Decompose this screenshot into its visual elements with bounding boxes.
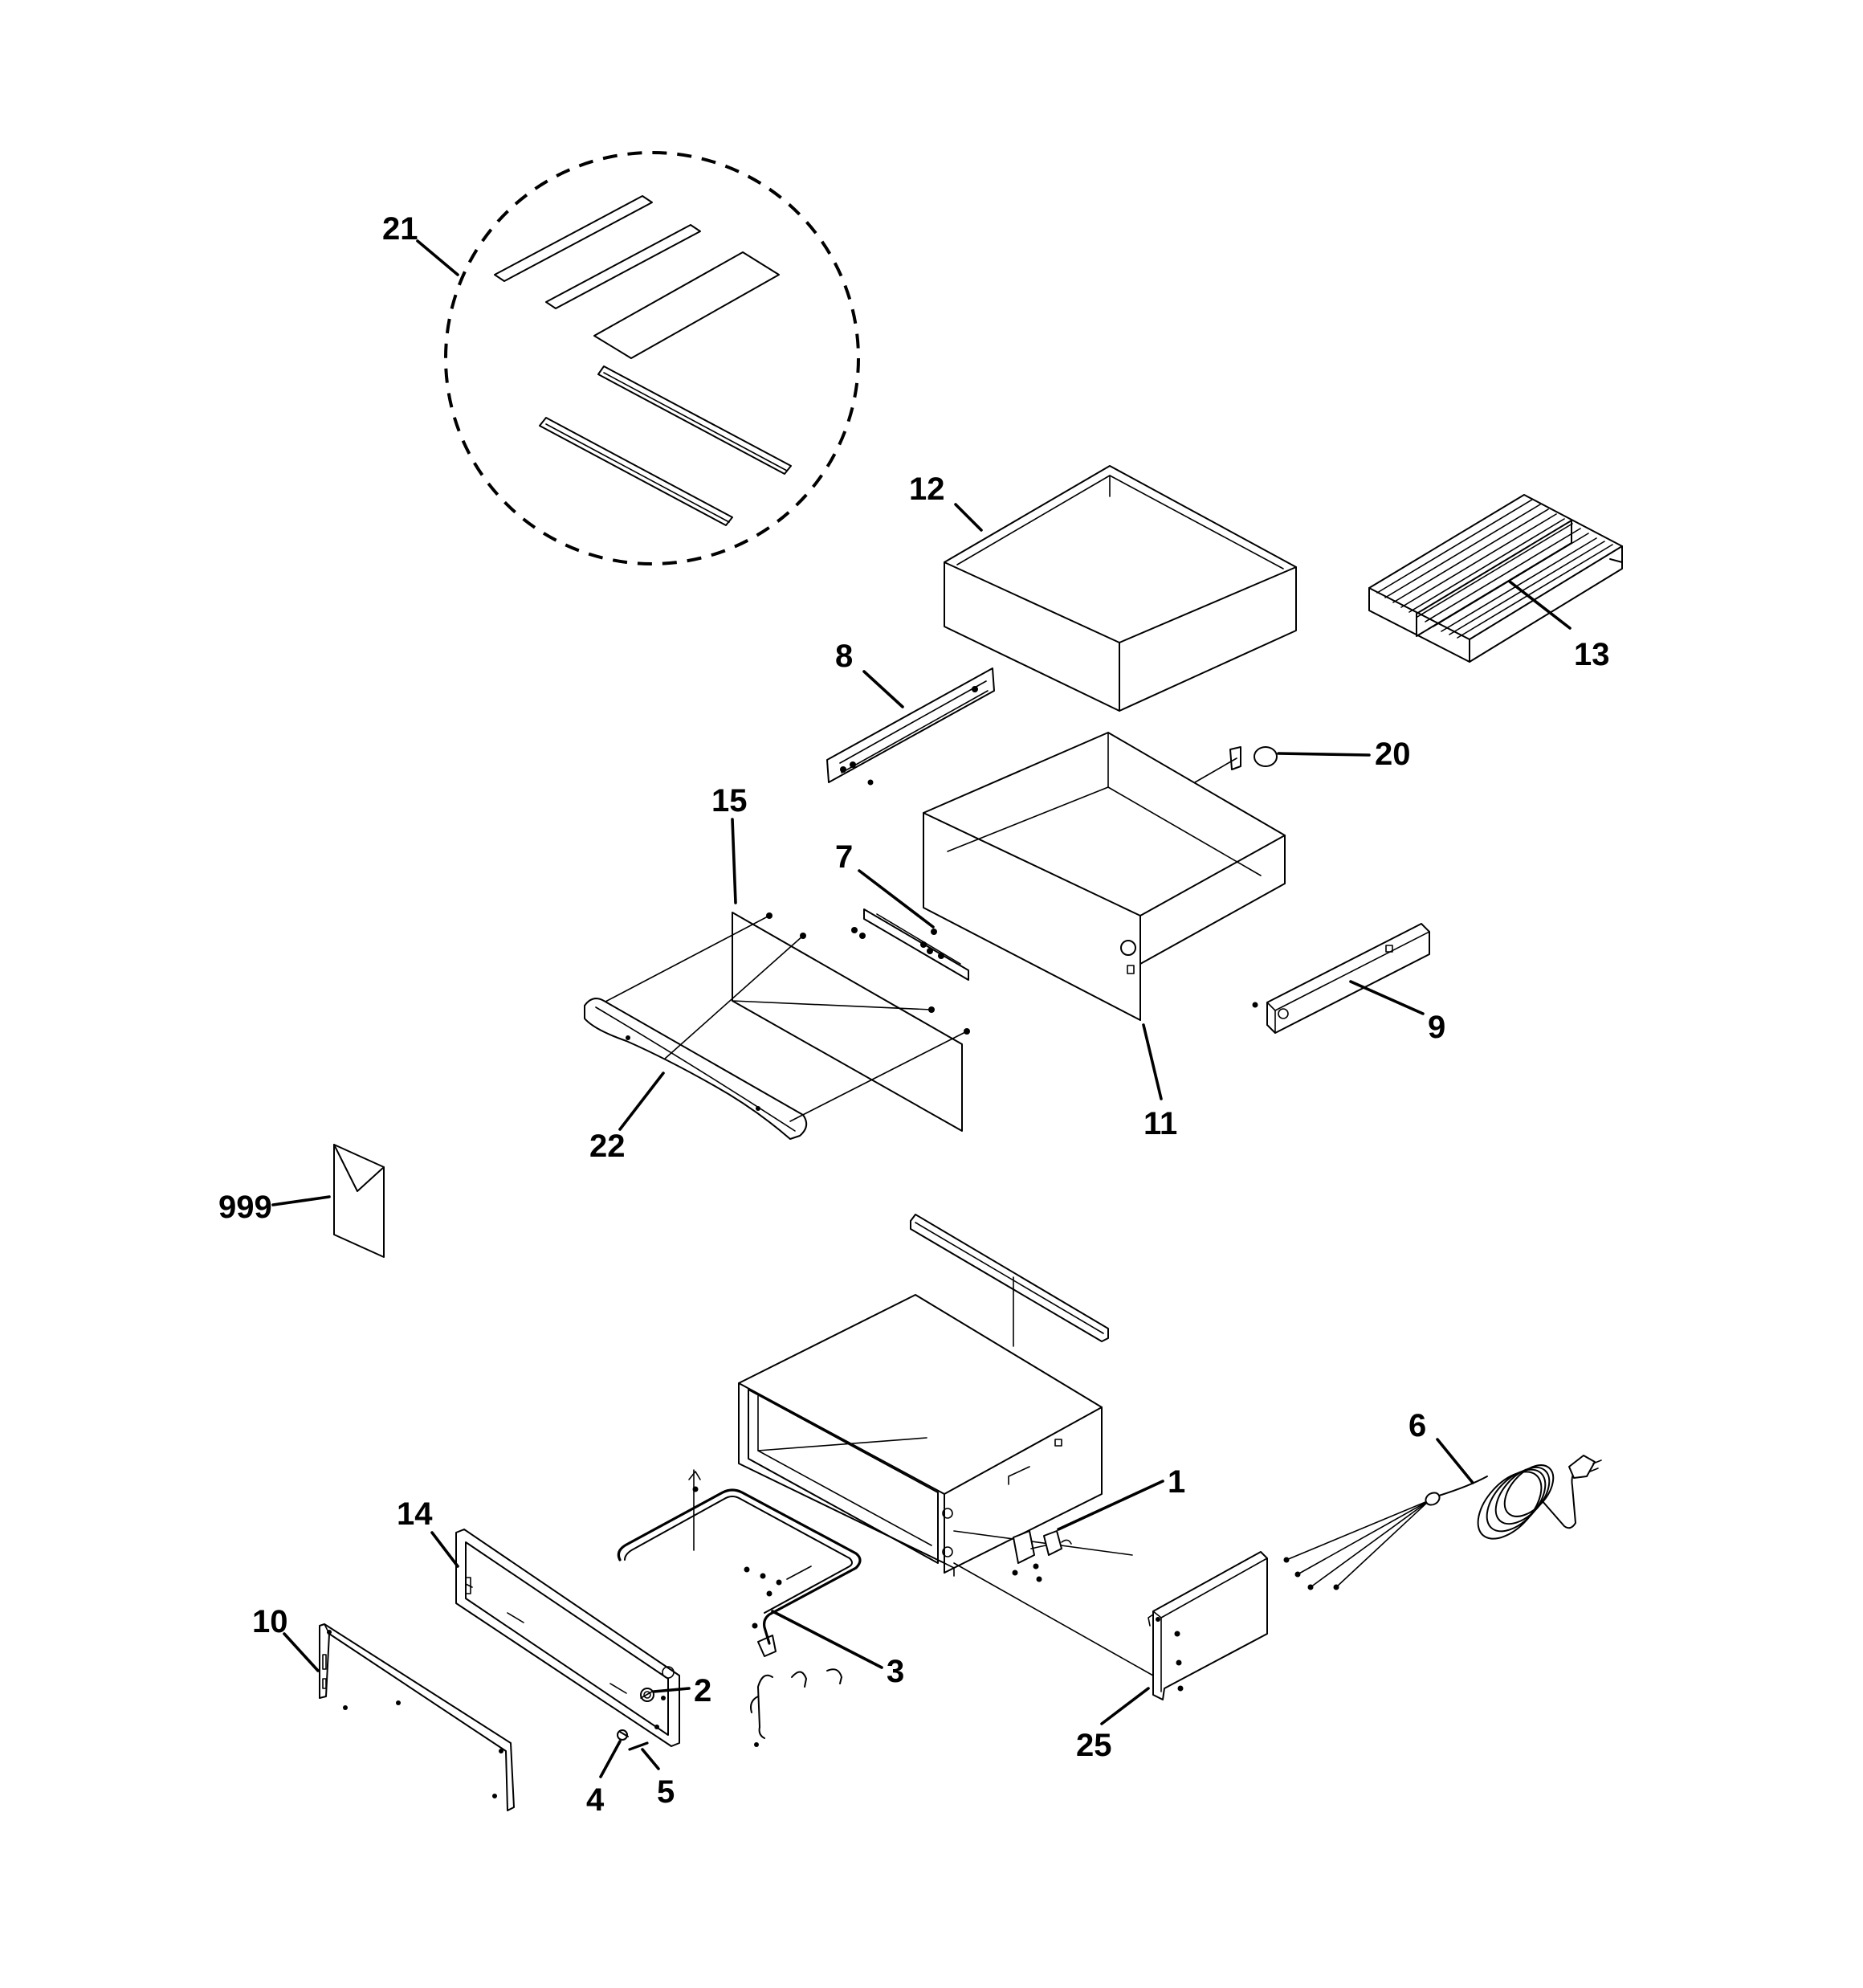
callout-21: 21 — [382, 211, 418, 247]
callout-15: 15 — [711, 783, 748, 818]
callout-5: 5 — [657, 1774, 675, 1810]
callout-9: 9 — [1428, 1010, 1445, 1045]
part-3-heating-element — [617, 1469, 862, 1657]
callout-labels: 21 12 13 8 20 15 7 9 11 22 999 6 1 14 10… — [218, 211, 1610, 1818]
upper-mounting-rail — [910, 1214, 1109, 1347]
part-11-drawer-box — [923, 732, 1286, 1021]
part-1-switch — [1012, 1530, 1072, 1582]
leader-lines — [271, 239, 1572, 1778]
part-15-front-panel — [732, 912, 970, 1132]
callout-6: 6 — [1408, 1408, 1426, 1443]
part-21-trim-strips-detail — [444, 151, 860, 565]
callout-7: 7 — [835, 839, 853, 875]
callout-999: 999 — [218, 1190, 272, 1225]
part-2-knob — [640, 1688, 654, 1702]
wire-jumpers — [750, 1668, 842, 1747]
warming-drawer-housing — [738, 1294, 1154, 1676]
callout-1: 1 — [1168, 1464, 1185, 1500]
callout-22: 22 — [589, 1129, 626, 1164]
part-5-lens — [628, 1741, 649, 1751]
part-4-indicator-light — [617, 1729, 629, 1741]
part-12-pan — [944, 465, 1297, 712]
part-25-control-box — [1148, 1551, 1268, 1700]
callout-12: 12 — [909, 471, 945, 507]
callout-20: 20 — [1375, 737, 1411, 772]
part-13-wire-rack — [1368, 494, 1623, 663]
part-6-power-cord — [1283, 1455, 1602, 1590]
part-8-slide-rail — [826, 667, 995, 786]
callout-11: 11 — [1143, 1106, 1177, 1141]
callout-10: 10 — [252, 1604, 288, 1639]
callout-14: 14 — [397, 1496, 433, 1532]
part-999-manual — [333, 1144, 385, 1258]
callout-25: 25 — [1076, 1728, 1112, 1763]
callout-3: 3 — [887, 1654, 904, 1689]
callout-8: 8 — [835, 639, 853, 674]
callout-4: 4 — [586, 1782, 605, 1818]
part-14-door-panel — [455, 1529, 680, 1747]
part-22-handle — [584, 915, 968, 1140]
callout-2: 2 — [694, 1673, 711, 1708]
part-7-bracket — [851, 908, 969, 981]
part-9-slide-rail — [1252, 923, 1430, 1034]
part-10-door-frame — [319, 1623, 515, 1811]
callout-13: 13 — [1574, 637, 1610, 672]
